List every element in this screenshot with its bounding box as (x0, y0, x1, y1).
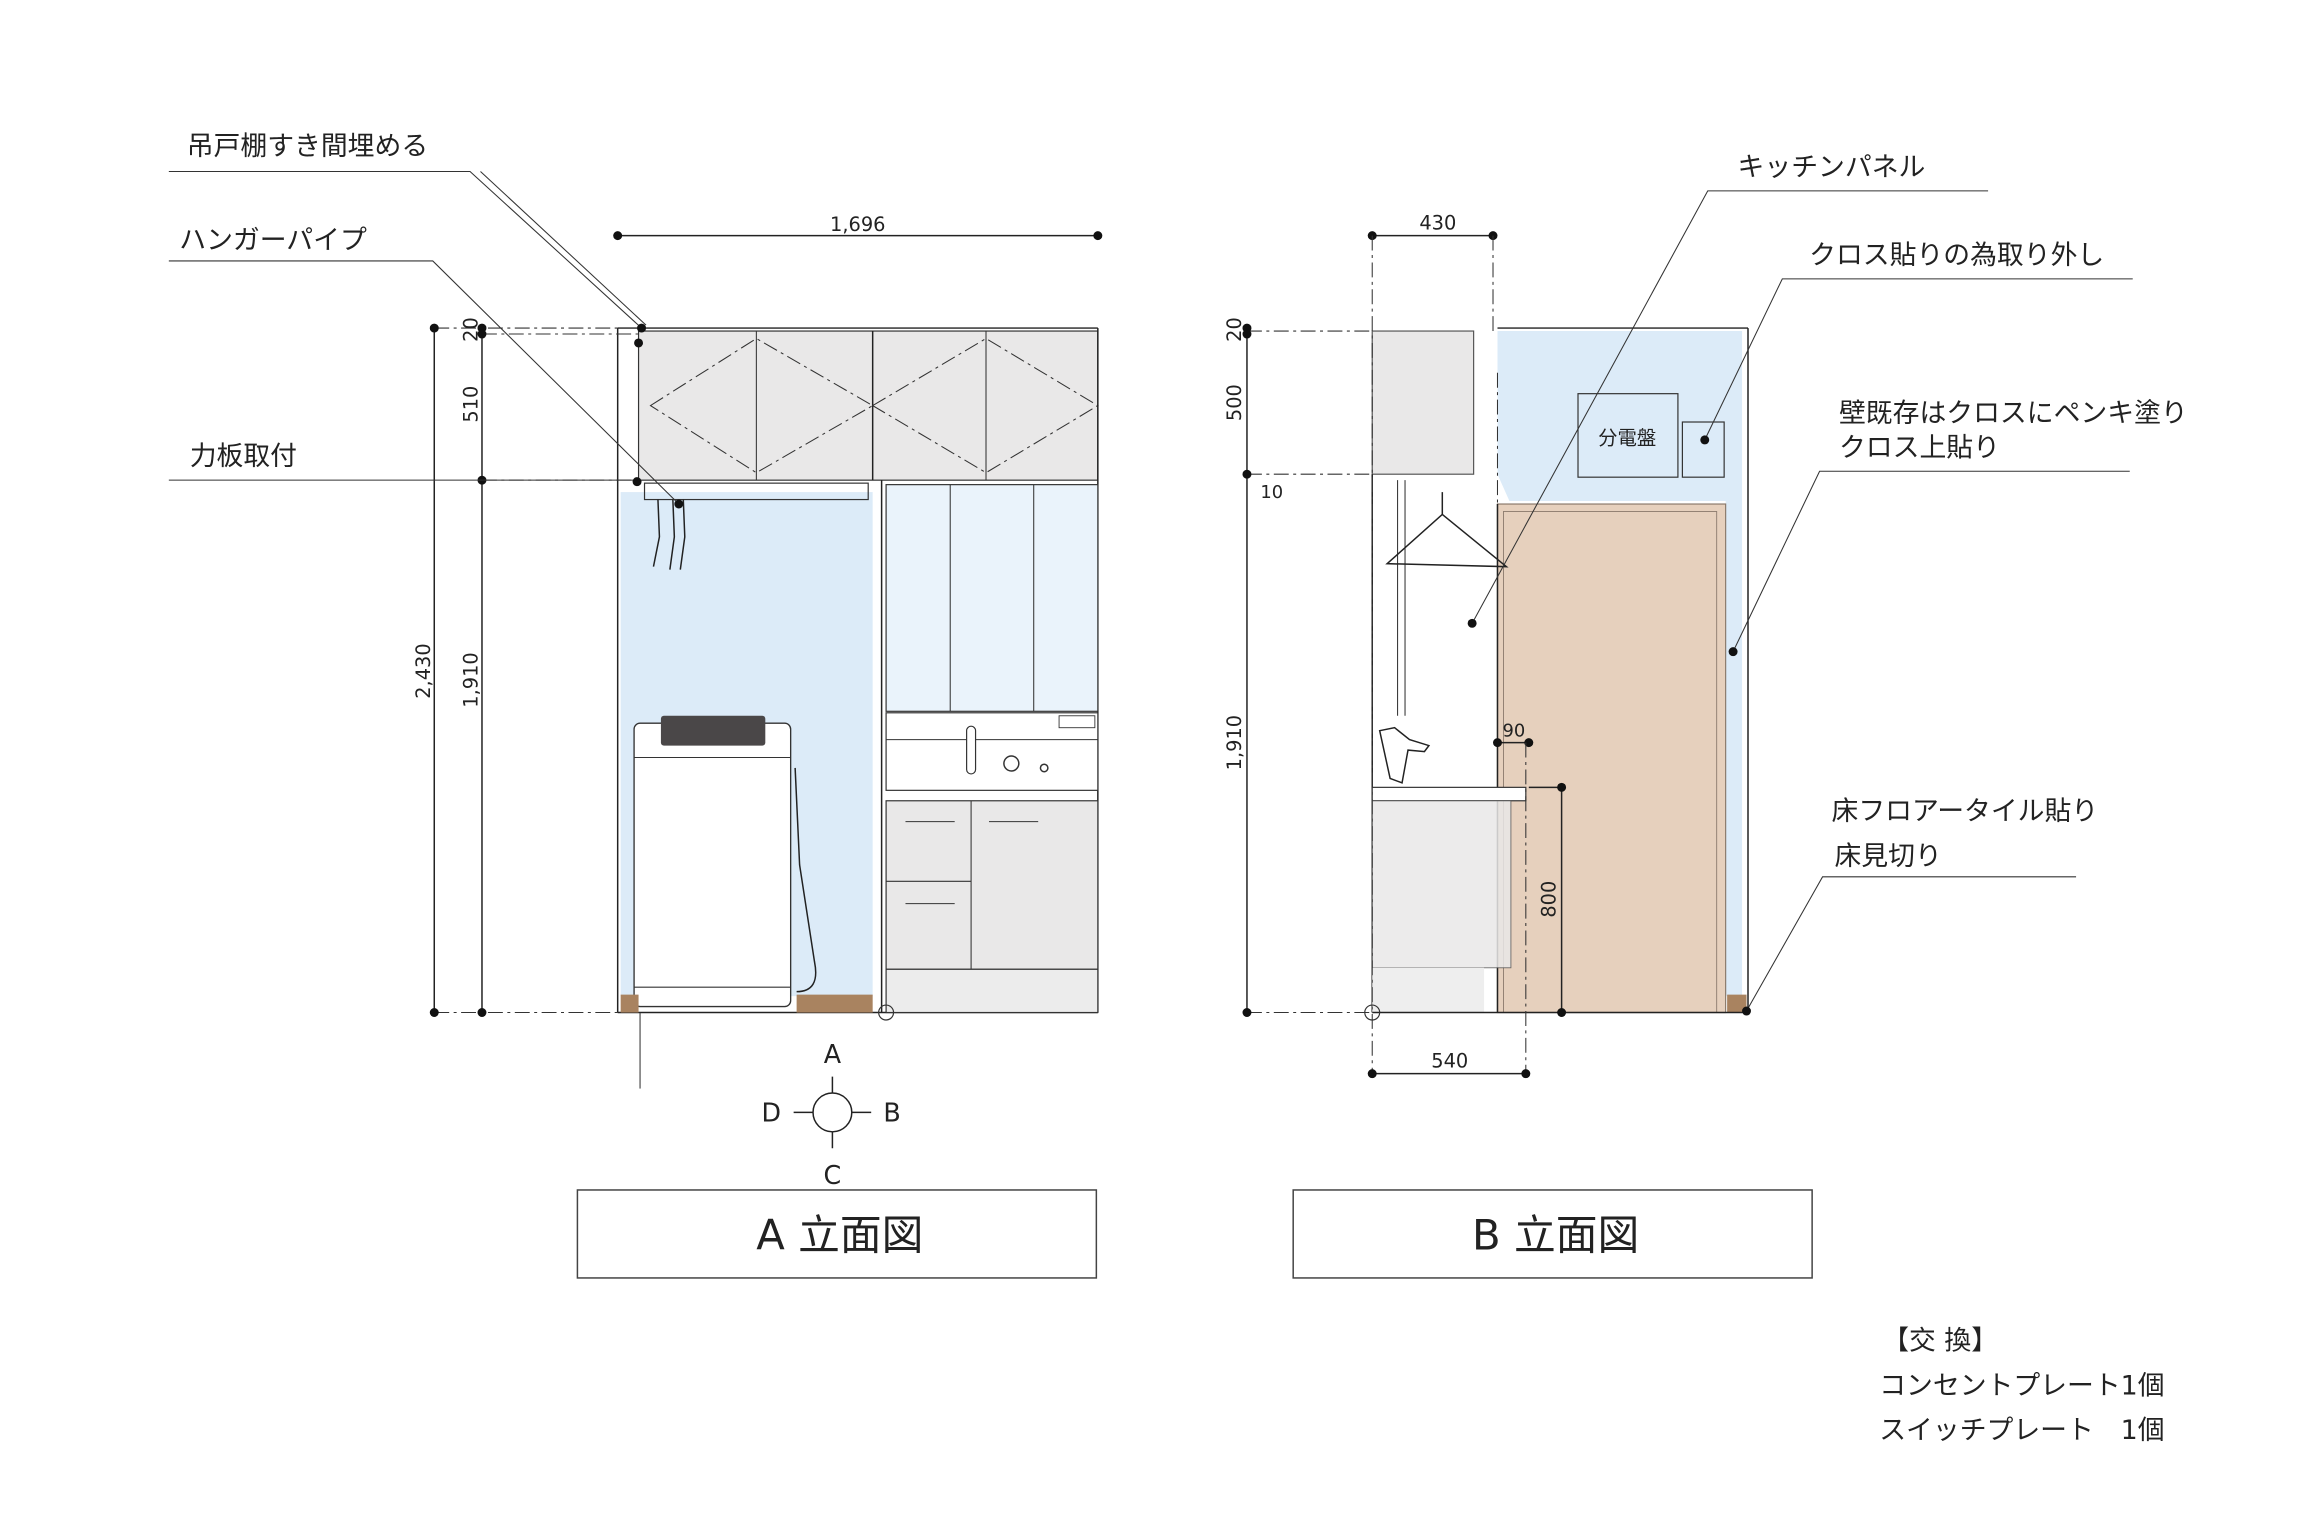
annotations-a: 吊戸棚すき間埋める ハンガーパイプ 力板取付 (168, 131, 684, 509)
note-floor-trim: 床見切り (1834, 841, 1941, 872)
dim-offset-label: 10 (1260, 482, 1283, 503)
vanity-cabinet-side (1371, 800, 1512, 969)
distribution-board-label: 分電盤 (1598, 426, 1656, 449)
dim-lower-label: 1,910 (460, 652, 483, 707)
dim-width-label: 1,696 (830, 213, 885, 236)
dim-vanity-depth-label: 540 (1431, 1050, 1468, 1073)
annotations-b: キッチンパネル クロス貼りの為取り外し 壁既存はクロスにペンキ塗り クロス上貼り… (1467, 152, 2188, 1016)
replacement-heading: 【交 換】 (1882, 1326, 1998, 1357)
washing-machine (633, 715, 817, 1008)
direction-compass: A B C D (762, 1039, 901, 1190)
compass-c: C (824, 1160, 842, 1190)
note-wall-paint: 壁既存はクロスにペンキ塗り (1839, 398, 2188, 429)
switch-box (1681, 421, 1725, 478)
baseboard (620, 994, 639, 1013)
wall-cloth-area (1497, 331, 1743, 997)
dim-total-height-label: 2,430 (412, 643, 435, 698)
wall-cabinet-side (1371, 330, 1475, 475)
title-box-a (576, 1189, 1098, 1279)
note-cloth-overlay: クロス上貼り (1839, 432, 2000, 463)
note-hanger-pipe: ハンガーパイプ (179, 225, 367, 256)
hanger-icon (1385, 492, 1509, 568)
vanity-counter (1371, 786, 1527, 802)
note-kitchen-panel: キッチンパネル (1738, 152, 1926, 183)
replacement-notes: 【交 換】 コンセントプレート1個 スイッチプレート 1個 (1879, 1326, 2164, 1446)
hangers (652, 499, 686, 570)
compass-d: D (762, 1097, 782, 1127)
title-box-b (1292, 1189, 1813, 1279)
replacement-item: コンセントプレート1個 (1879, 1370, 2164, 1401)
distribution-board (1577, 393, 1679, 478)
elevation-a: 1,696 2,430 20 510 1,910 吊戸棚すき間埋める ハンガーパ… (168, 131, 1103, 1089)
title-a: A 立面図 (756, 1211, 923, 1260)
dim-depth-label: 430 (1419, 212, 1456, 235)
baseboard (796, 994, 873, 1013)
note-floor-tile: 床フロアータイル貼り (1832, 796, 2099, 827)
faucet-icon (966, 725, 977, 775)
baseboard (1727, 994, 1747, 1013)
replacement-item: スイッチプレート 1個 (1879, 1415, 2164, 1446)
hanger-pipe (643, 482, 869, 501)
compass-a: A (824, 1039, 842, 1069)
dim-lower-label: 1,910 (1223, 715, 1246, 770)
elevation-b: 分電盤 430 20 500 10 1,910 90 800 540 キッチンパ… (1223, 152, 2188, 1079)
note-backing-board: 力板取付 (190, 441, 297, 472)
wall-cabinet (637, 330, 1099, 481)
dim-overhang-label: 90 (1503, 721, 1526, 742)
compass-b: B (883, 1097, 900, 1127)
note-fill-gap: 吊戸棚すき間埋める (187, 131, 428, 162)
dimensions-a: 1,696 2,430 20 510 1,910 (412, 213, 1103, 1017)
dim-cabinet-label: 510 (460, 386, 483, 423)
dimensions-b: 430 20 500 10 1,910 90 800 540 (1223, 212, 1567, 1079)
title-b: B 立面図 (1472, 1211, 1639, 1260)
faucet-icon (1378, 726, 1431, 784)
door (1496, 503, 1727, 1014)
dim-cabinet-label: 500 (1223, 384, 1246, 421)
dim-top-gap-label: 20 (1223, 317, 1246, 342)
note-cloth-removal: クロス貼りの為取り外し (1809, 240, 2104, 271)
vanity-unit (880, 480, 1099, 1014)
dim-top-gap-label: 20 (460, 317, 483, 342)
dim-counter-height-label: 800 (1538, 881, 1561, 918)
